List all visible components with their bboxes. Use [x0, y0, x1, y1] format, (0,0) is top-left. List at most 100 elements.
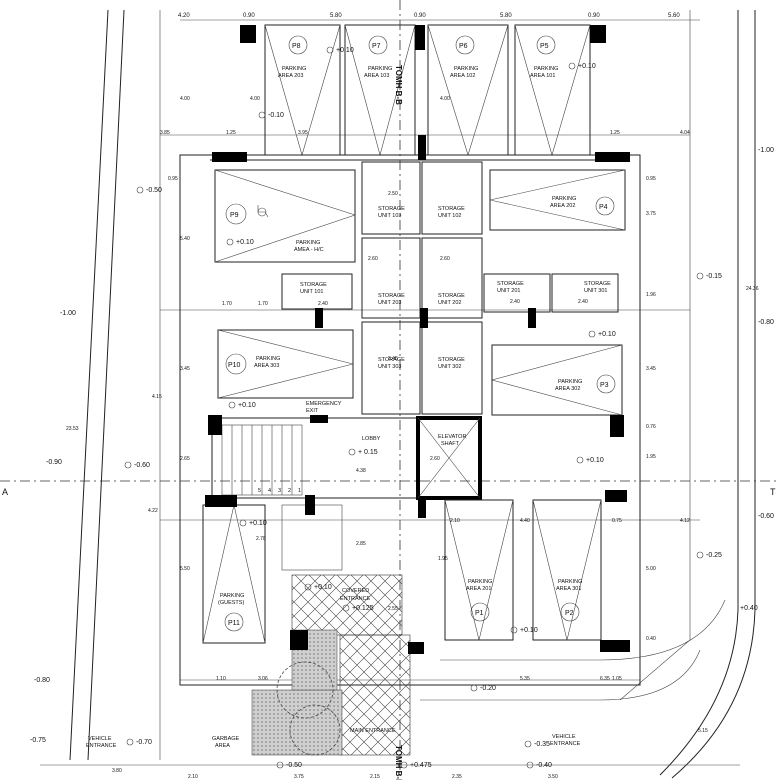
svg-text:2.40: 2.40 — [510, 299, 520, 305]
bay-p1-diag — [444, 499, 514, 641]
svg-text:ELEVATOR: ELEVATOR — [438, 434, 466, 440]
svg-text:3.45: 3.45 — [646, 366, 656, 372]
svg-text:UNIT 201: UNIT 201 — [497, 288, 520, 294]
svg-text:1.10: 1.10 — [216, 676, 226, 682]
svg-text:STORAGE: STORAGE — [378, 293, 405, 299]
svg-text:VEHICLE: VEHICLE — [552, 734, 576, 740]
svg-text:24.36: 24.36 — [746, 286, 759, 292]
wheelchair-icon — [257, 205, 269, 218]
svg-text:AREA 303: AREA 303 — [254, 363, 279, 369]
svg-text:3.50: 3.50 — [548, 774, 558, 780]
svg-text:AREA 101: AREA 101 — [530, 73, 555, 79]
svg-text:STORAGE: STORAGE — [438, 357, 465, 363]
svg-text:UNIT 101: UNIT 101 — [300, 289, 323, 295]
svg-text:P11: P11 — [228, 620, 240, 627]
columns — [205, 25, 630, 654]
svg-text:PARKING: PARKING — [454, 66, 478, 72]
top-dimensions: 4.20 0.90 5.80 0.90 5.80 0.90 5.60 — [178, 13, 680, 19]
garbage-area-fill — [251, 689, 343, 756]
svg-text:STORAGE: STORAGE — [438, 206, 465, 212]
svg-text:P10: P10 — [228, 362, 241, 369]
svg-text:0.90: 0.90 — [588, 13, 600, 19]
storage-302-box — [421, 321, 483, 415]
svg-text:P3: P3 — [600, 382, 609, 389]
svg-text:1.70: 1.70 — [222, 301, 232, 307]
svg-text:4.22: 4.22 — [148, 508, 158, 514]
bay-p2 — [532, 499, 602, 641]
svg-text:2: 2 — [288, 488, 291, 494]
svg-text:2.60: 2.60 — [440, 256, 450, 262]
svg-text:-0.10: -0.10 — [268, 112, 284, 119]
svg-text:STORAGE: STORAGE — [378, 206, 405, 212]
svg-text:UNIT 203: UNIT 203 — [378, 300, 401, 306]
svg-text:2.10: 2.10 — [450, 518, 460, 524]
svg-text:UNIT 202: UNIT 202 — [438, 300, 461, 306]
svg-text:PARKING: PARKING — [552, 196, 576, 202]
stair-treads — [231, 425, 293, 495]
svg-text:PARKING: PARKING — [368, 66, 392, 72]
svg-text:P8: P8 — [292, 43, 301, 50]
svg-text:23.53: 23.53 — [66, 426, 79, 432]
svg-text:+0.10: +0.10 — [238, 402, 256, 409]
svg-text:PARKING: PARKING — [256, 356, 280, 362]
svg-text:PARKING: PARKING — [558, 379, 582, 385]
svg-text:0.90: 0.90 — [414, 13, 426, 19]
svg-text:AREA 201: AREA 201 — [466, 586, 491, 592]
svg-text:ENTRANCE: ENTRANCE — [550, 741, 581, 747]
svg-text:UNIT 301: UNIT 301 — [584, 288, 607, 294]
plot-boundary-left — [69, 9, 109, 761]
driveway-curve — [440, 599, 726, 661]
svg-text:-0.70: -0.70 — [136, 739, 152, 746]
svg-text:(GUESTS): (GUESTS) — [218, 600, 244, 606]
svg-text:0.90: 0.90 — [243, 13, 255, 19]
dimension-labels: 4.00 3.95 4.00 4.04 3.85 1.25 1.25 5.40 … — [66, 96, 759, 780]
svg-text:+0.10: +0.10 — [586, 457, 604, 464]
svg-text:2.40: 2.40 — [578, 299, 588, 305]
svg-text:0.40: 0.40 — [646, 636, 656, 642]
tree-1 — [276, 661, 334, 719]
svg-text:-0.60: -0.60 — [134, 462, 150, 469]
storage-303-box — [361, 321, 421, 415]
svg-text:0.75: 0.75 — [612, 518, 622, 524]
svg-text:6.35: 6.35 — [600, 676, 610, 682]
svg-text:4.12: 4.12 — [680, 518, 690, 524]
svg-text:3.45: 3.45 — [388, 356, 398, 362]
svg-text:UNIT 303: UNIT 303 — [378, 364, 401, 370]
svg-text:2.35: 2.35 — [452, 774, 462, 780]
svg-text:-0.20: -0.20 — [480, 685, 496, 692]
svg-text:-1.00: -1.00 — [60, 310, 76, 317]
svg-text:AREA 301: AREA 301 — [556, 586, 581, 592]
lobby-label: LOBBY — [362, 436, 381, 442]
bay-p3 — [491, 344, 623, 416]
svg-text:-0.50: -0.50 — [146, 187, 162, 194]
stair-numbers: 5 4 3 2 1 — [258, 488, 301, 494]
svg-text:3.06: 3.06 — [258, 676, 268, 682]
svg-text:AREA: AREA — [215, 743, 230, 749]
svg-text:5.40: 5.40 — [180, 236, 190, 242]
svg-text:-0.60: -0.60 — [758, 513, 774, 520]
svg-text:GARBAGE: GARBAGE — [212, 736, 240, 742]
svg-text:+ 0.15: + 0.15 — [358, 449, 378, 456]
svg-text:4.20: 4.20 — [178, 13, 190, 19]
bay-p4-diag — [489, 169, 626, 231]
svg-text:P5: P5 — [540, 43, 549, 50]
svg-text:UNIT 103: UNIT 103 — [378, 213, 401, 219]
svg-text:P9: P9 — [230, 212, 239, 219]
svg-text:UNIT 302: UNIT 302 — [438, 364, 461, 370]
main-entrance-hatch — [339, 634, 411, 756]
svg-text:4.00: 4.00 — [250, 96, 260, 102]
svg-text:2.55: 2.55 — [388, 606, 398, 612]
svg-text:AREA 302: AREA 302 — [555, 386, 580, 392]
storage-202-box — [421, 237, 483, 319]
svg-text:AREA 202: AREA 202 — [550, 203, 575, 209]
svg-text:ENTRANCE: ENTRANCE — [86, 743, 117, 749]
svg-text:-0.15: -0.15 — [706, 273, 722, 280]
svg-text:2.40: 2.40 — [318, 301, 328, 307]
svg-text:5.60: 5.60 — [668, 13, 680, 19]
